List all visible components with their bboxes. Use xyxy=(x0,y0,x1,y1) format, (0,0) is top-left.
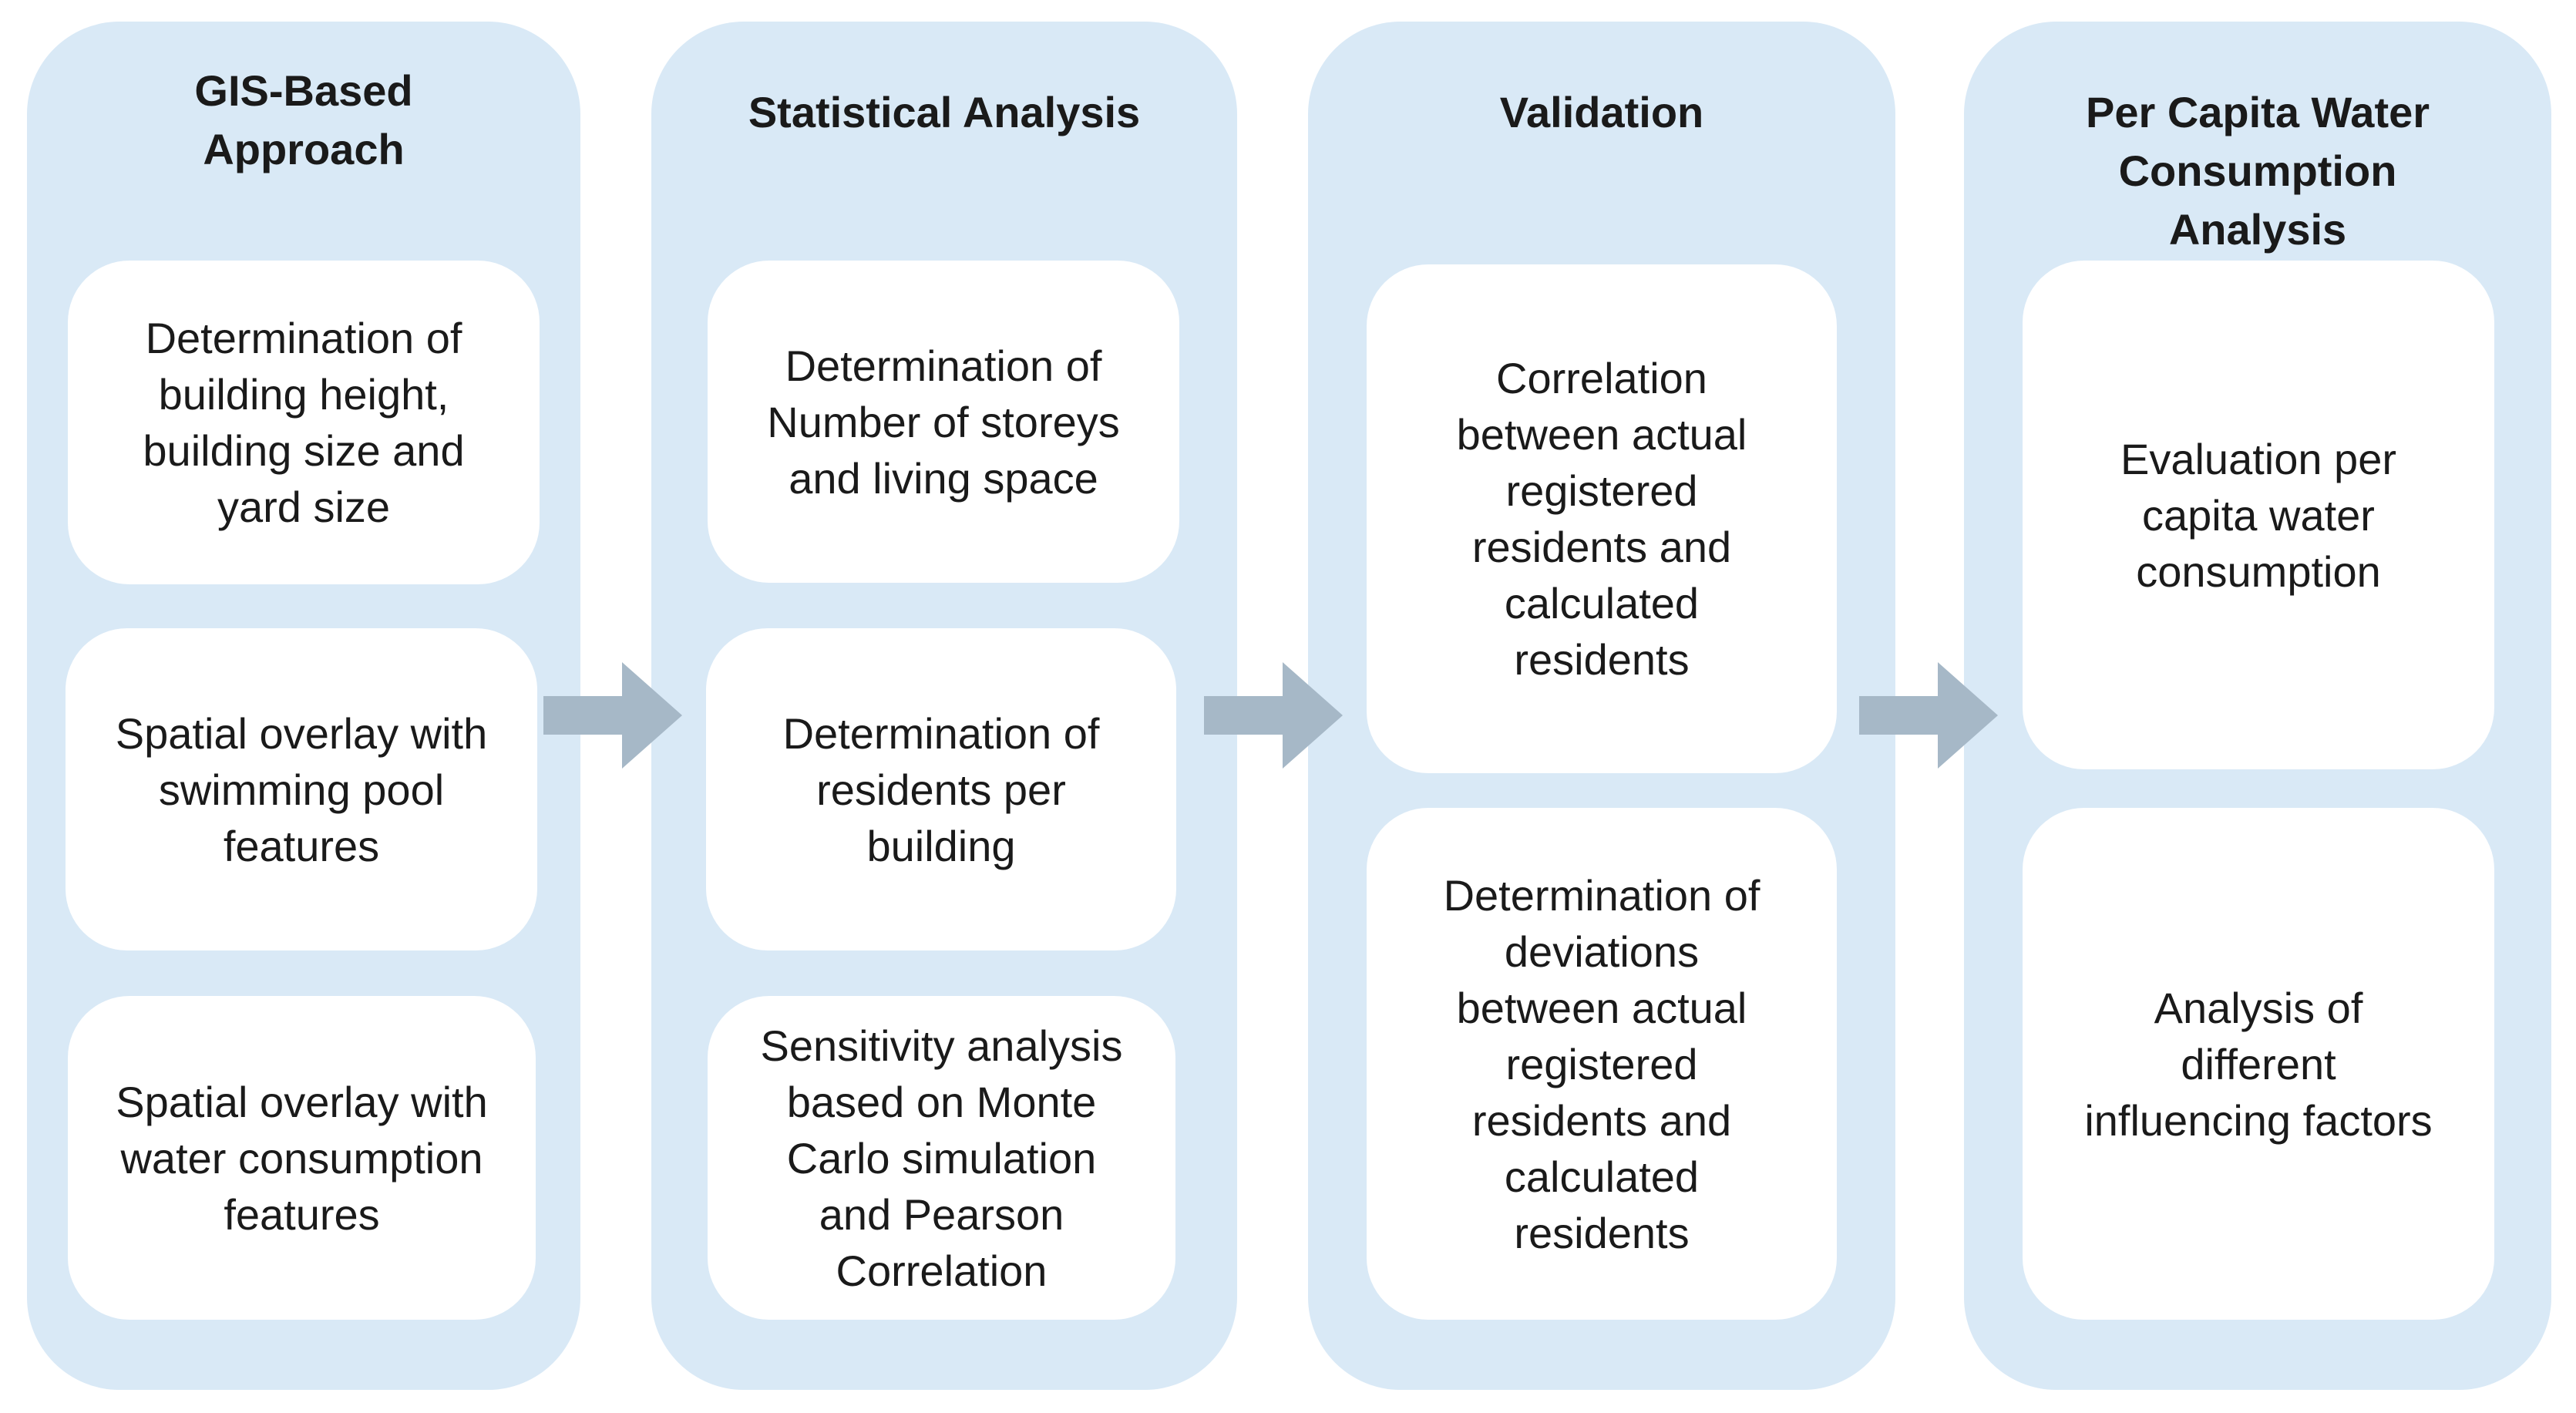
step-text: Determination of building height, buildi… xyxy=(143,314,465,531)
step-text: Determination of Number of storeys and l… xyxy=(767,341,1120,503)
right-arrow-icon xyxy=(543,662,682,769)
step-box: Determination of Number of storeys and l… xyxy=(708,261,1179,583)
step-box: Determination of building height, buildi… xyxy=(68,261,540,584)
step-box: Evaluation per capita water consumption xyxy=(2023,261,2494,769)
step-text: Evaluation per capita water consumption xyxy=(2120,434,2396,596)
step-text: Spatial overlay with water consumption f… xyxy=(116,1077,488,1239)
step-box: Determination of residents per building xyxy=(706,628,1176,950)
step-text: Analysis of different influencing factor… xyxy=(2084,983,2433,1145)
step-text: Spatial overlay with swimming pool featu… xyxy=(115,708,488,870)
column-title: Per Capita Water Consumption Analysis xyxy=(2085,88,2430,254)
step-box: Spatial overlay with water consumption f… xyxy=(68,996,536,1320)
step-box: Spatial overlay with swimming pool featu… xyxy=(66,628,537,950)
right-arrow-icon xyxy=(1859,662,1998,769)
step-box: Determination of deviations between actu… xyxy=(1367,808,1837,1320)
column-title: GIS-Based Approach xyxy=(194,66,413,173)
step-text: Correlation between actual registered re… xyxy=(1456,354,1747,684)
right-arrow-icon xyxy=(1204,662,1343,769)
step-box: Sensitivity analysis based on Monte Carl… xyxy=(708,996,1175,1320)
step-text: Sensitivity analysis based on Monte Carl… xyxy=(760,1021,1123,1295)
step-text: Determination of deviations between actu… xyxy=(1443,870,1760,1257)
column-title: Validation xyxy=(1499,88,1704,136)
step-box: Analysis of different influencing factor… xyxy=(2023,808,2494,1320)
column-title: Statistical Analysis xyxy=(748,88,1141,136)
step-text: Determination of residents per building xyxy=(782,708,1100,870)
step-box: Correlation between actual registered re… xyxy=(1367,264,1837,773)
